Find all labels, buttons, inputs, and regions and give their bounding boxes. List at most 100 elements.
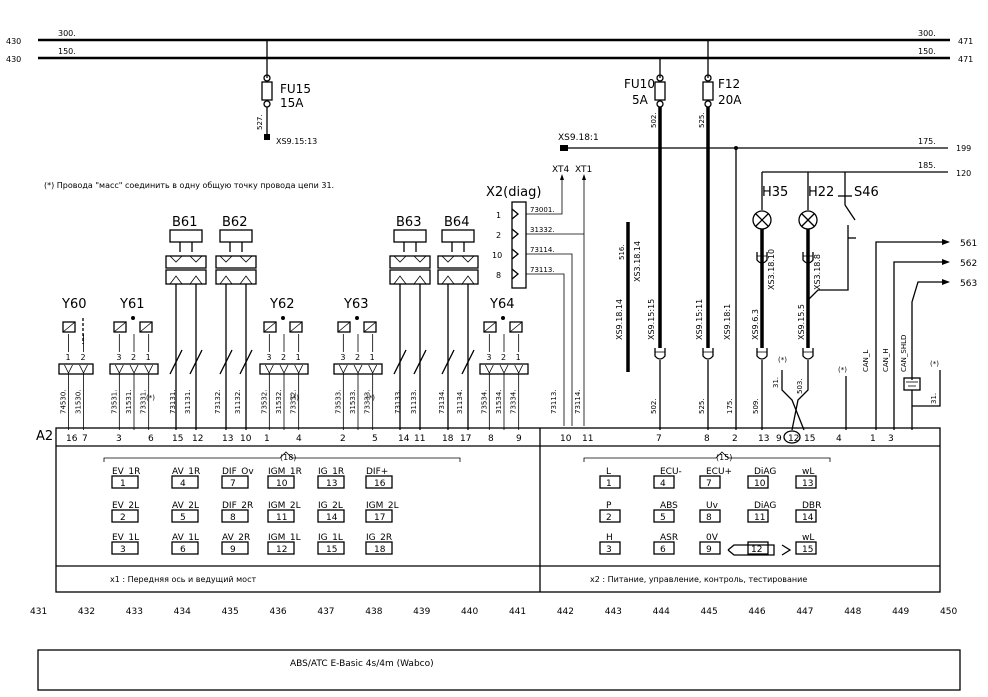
rw-509: 509.	[752, 398, 760, 414]
a2-left-count: (18)	[280, 453, 296, 462]
a2-pin: 6	[148, 434, 154, 444]
diag-wire-73114: 73114.	[574, 390, 582, 415]
fu15-name: FU15	[280, 82, 311, 96]
a2-left-cell: DIF_2R 8	[221, 501, 253, 523]
svg-text:8: 8	[230, 513, 236, 523]
valve-wire: 73531.	[110, 390, 118, 415]
svg-text:3: 3	[120, 545, 126, 555]
a2-pin: 11	[414, 434, 425, 444]
a2-pin: 18	[442, 434, 454, 444]
svg-text:13: 13	[326, 479, 337, 489]
valve-pin: 1	[66, 353, 71, 362]
valve-wire: 31531.	[125, 390, 133, 415]
title-box	[37, 649, 961, 691]
svg-text:6: 6	[660, 545, 666, 555]
svg-text:15: 15	[802, 545, 813, 555]
x2-wire-2: 31332.	[530, 226, 555, 234]
valve-pin: 1	[146, 353, 151, 362]
svg-text:DIF_2R: DIF_2R	[222, 501, 253, 511]
bus-300-left-ref: 430	[6, 37, 21, 46]
a2-left-cell: DIF+16	[365, 467, 393, 489]
svg-text:1: 1	[606, 479, 612, 489]
right-line-175-ref: 199	[956, 144, 971, 153]
sensor-label: B64	[444, 215, 469, 230]
conn-xs9-18-14: XS9.18.14	[615, 299, 624, 340]
grid-number: 433	[126, 607, 143, 617]
can-shld-label: CAN_SHLD	[900, 335, 908, 372]
a2-pin: 10	[240, 434, 252, 444]
valve-wire: 73532.	[260, 390, 268, 415]
mass-note: (*) Провода "масс" соединить в одну общу…	[44, 181, 334, 190]
grid-number: 447	[796, 607, 813, 617]
grid-number: 434	[174, 607, 191, 617]
valve-pin: 1	[516, 353, 521, 362]
output-563: 563	[960, 279, 977, 289]
sensor-label: B61	[172, 215, 197, 230]
grid-number: 432	[78, 607, 95, 617]
grid-number: 439	[413, 607, 430, 617]
valve-wire: 73334.	[510, 390, 518, 415]
fu10-name: FU10	[624, 77, 655, 91]
svg-text:18: 18	[374, 545, 386, 555]
fu10-wire: 502.	[650, 112, 658, 128]
sw-0: 73131.	[169, 390, 177, 415]
a2-pin: 14	[398, 434, 410, 444]
svg-text:7: 7	[706, 479, 712, 489]
valve-wire: 31533.	[349, 390, 357, 415]
bus-300-left-label: 300.	[58, 29, 76, 38]
svg-text:wL: wL	[802, 467, 814, 477]
sw-2: 73132.	[214, 390, 222, 415]
svg-text:DIF+: DIF+	[366, 467, 388, 477]
valve-wire: 73332.	[290, 390, 298, 415]
svg-text:3: 3	[606, 545, 612, 555]
svg-text:13: 13	[802, 479, 813, 489]
valve-wire: 31532.	[275, 390, 283, 415]
power-bus: 430 430 300. 150. 300. 150. 471 471	[6, 29, 973, 64]
valve-label: Y64	[489, 297, 514, 312]
sensor-b64: B64	[437, 215, 479, 430]
svg-text:11: 11	[754, 513, 765, 523]
rw-503: 503.	[796, 378, 804, 394]
a2-pin: 8	[488, 434, 494, 444]
rw-502: 502.	[650, 398, 658, 414]
a2-pin: 7	[656, 434, 662, 444]
f12-name: F12	[718, 77, 740, 91]
valve-pin: 2	[501, 353, 506, 362]
a2-right-cell: P2	[599, 501, 621, 523]
grid-number: 446	[748, 607, 765, 617]
svg-text:ECU-: ECU-	[660, 467, 682, 477]
fuse-fu15: FU15 15A 527. XS9.15:13	[256, 40, 317, 146]
sw-4: 73133.	[394, 390, 402, 415]
svg-text:DIF_Ov: DIF_Ov	[222, 467, 254, 477]
svg-text:AV_1L: AV_1L	[172, 533, 199, 543]
conn-xs9-15-15: XS9.15:15	[647, 299, 656, 340]
svg-text:H: H	[606, 533, 613, 543]
a2-pin: 12	[788, 434, 799, 444]
star-note-2: (*)	[290, 394, 299, 402]
grid-number: 441	[509, 607, 526, 617]
a2-pin: 3	[116, 434, 122, 444]
valve-wire: 73333.	[364, 390, 372, 415]
bus-150-right-label: 150.	[918, 47, 936, 56]
rw-525: 525.	[698, 398, 706, 414]
valve-pin: 2	[131, 353, 136, 362]
xs918-label: XS9.18:1	[558, 133, 599, 143]
svg-text:9: 9	[706, 545, 712, 555]
can-l-label: CAN_L	[862, 350, 870, 372]
bus-300-right-label: 300.	[918, 29, 936, 38]
sensor-b63: B63	[389, 215, 431, 430]
a2-pin: 1	[870, 434, 876, 444]
svg-text:IG_2L: IG_2L	[318, 501, 343, 511]
right-line-185-ref: 120	[956, 169, 971, 178]
svg-text:IGM_2L: IGM_2L	[268, 501, 301, 511]
svg-text:AV_2R: AV_2R	[222, 533, 250, 543]
